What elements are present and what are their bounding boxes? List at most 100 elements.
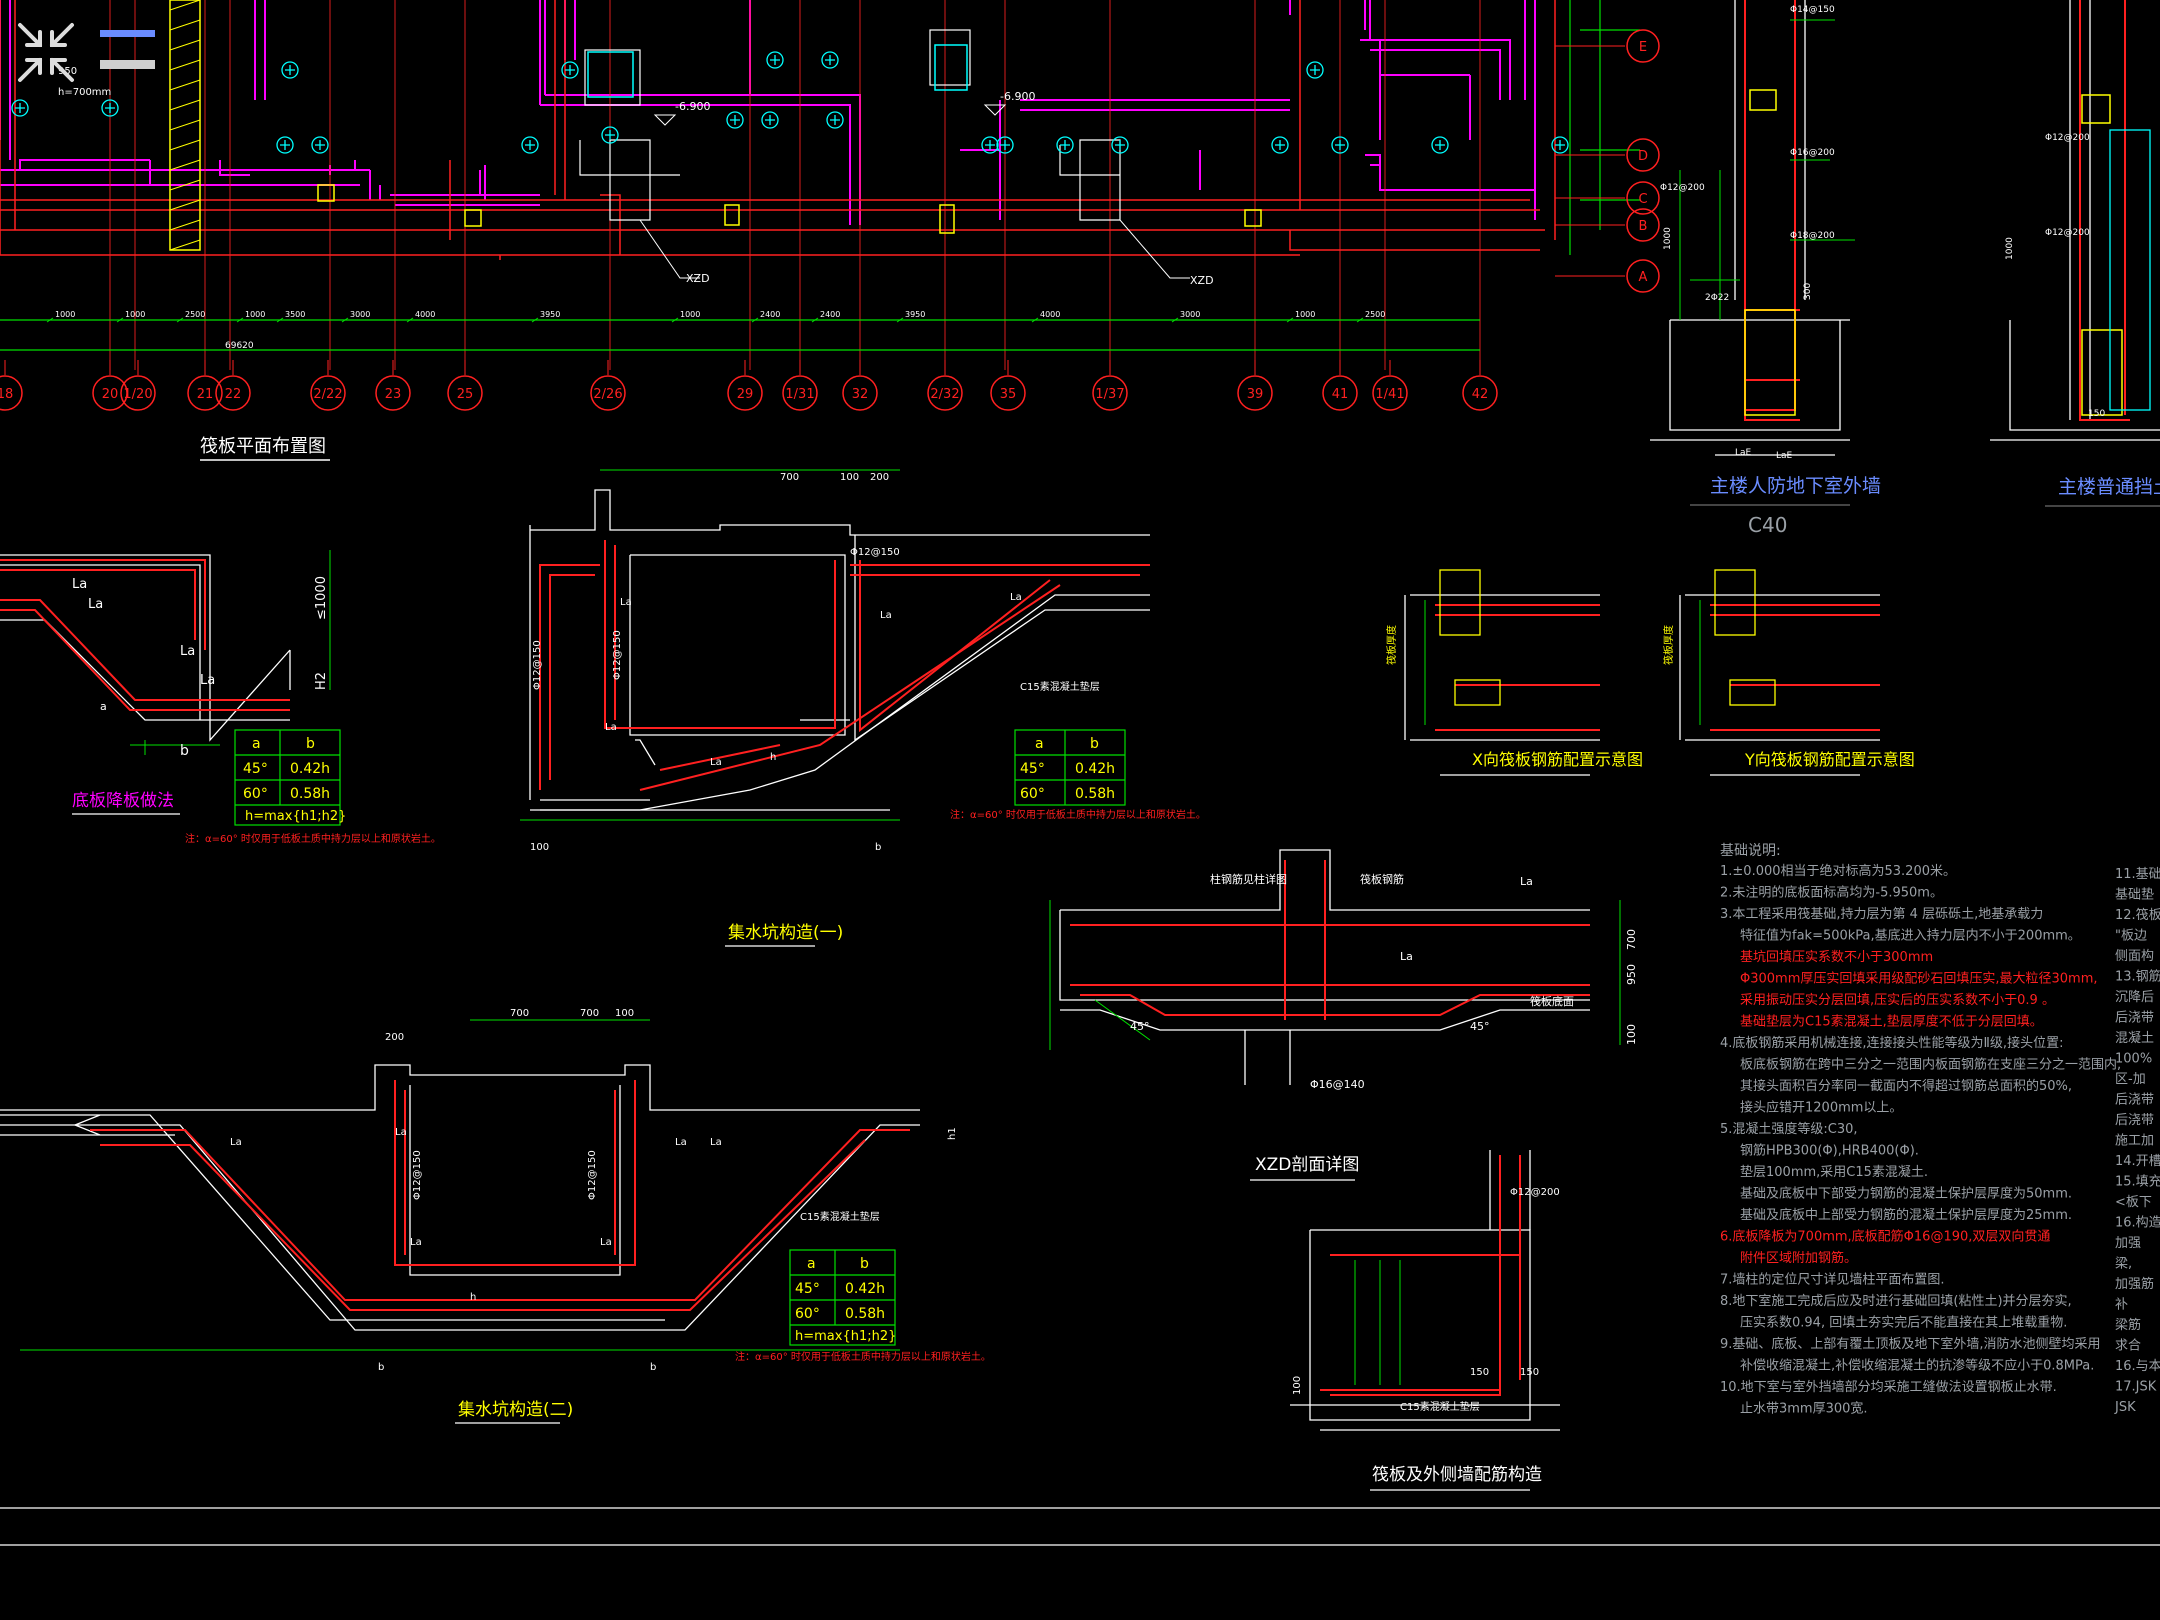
note-line: 基础垫层为C15素混凝土,垫层厚度不低于分层回填。 [1740, 1014, 2043, 1030]
axis-bubble: 41 [1322, 360, 1358, 411]
sump1-label: 100 [840, 472, 859, 483]
plan-dimension: 3950 [540, 310, 560, 319]
foundation-notes: 基础说明: 1.±0.000相当于绝对标高为53.200米。2.未注明的底板面标… [1720, 842, 2160, 1417]
sump2-label: C15素混凝土垫层 [800, 1210, 880, 1223]
pile-marker [761, 111, 779, 129]
svg-text:h=max{h1;h2}: h=max{h1;h2} [245, 809, 346, 824]
sump2-table: a b 45° 0.42h 60° 0.58h h=max{h1;h2} [789, 1249, 896, 1346]
sump1-label: Φ12@150 [850, 547, 900, 558]
xzd-label: La [1520, 875, 1533, 888]
axis-bubble-label: 1/37 [1095, 387, 1124, 402]
svg-text:0.58h: 0.58h [845, 1306, 885, 1322]
dim-950-label: 950 [58, 66, 77, 77]
rebar-y-title: Y向筏板钢筋配置示意图 [1744, 750, 1915, 769]
xzd-label: 45° [1470, 1020, 1490, 1033]
wall-a-label: 2Φ22 [1705, 293, 1729, 303]
floor-drop-la-4: La [200, 673, 215, 688]
sump1-label: C15素混凝土垫层 [1020, 680, 1100, 693]
axis-bubble-label: 42 [1472, 387, 1489, 402]
plan-dimension: 3500 [285, 310, 305, 319]
hatched-wall-strip [169, 0, 201, 251]
axis-bubble: 1/37 [1092, 360, 1128, 411]
note-line-right: 补 [2115, 1298, 2128, 1313]
axis-bubble: 2/26 [590, 360, 626, 411]
row-bubble-label: C [1638, 192, 1647, 207]
xzd-label: Φ16@140 [1310, 1078, 1365, 1091]
sump1-label: h [770, 752, 776, 763]
minimize-bars-icon[interactable] [100, 30, 155, 69]
pile-marker [521, 136, 539, 154]
note-line: 3.本工程采用筏基础,持力层为第 4 层砾砾土,地基承载力 [1720, 906, 2043, 922]
svg-text:a: a [807, 1256, 816, 1272]
wall-a-title: 主楼人防地下室外墙 [1710, 475, 1881, 497]
notes-heading: 基础说明: [1720, 842, 1781, 859]
row-bubble-label: B [1639, 219, 1648, 234]
plan-dimension: 2500 [185, 310, 205, 319]
axis-bubble-label: 41 [1332, 387, 1349, 402]
sump2-label: 700 [580, 1008, 599, 1019]
sump1-label: 700 [780, 472, 799, 483]
row-bubble: A [1555, 259, 1660, 293]
sump2-label: La [395, 1127, 407, 1138]
svg-text:0.42h: 0.42h [845, 1281, 885, 1297]
drawing-border [0, 1507, 2160, 1546]
svg-text:60°: 60° [1020, 786, 1045, 802]
axis-bubble: 18 [0, 360, 23, 411]
raft-wall-label: 100 [1292, 1376, 1303, 1395]
svg-text:0.42h: 0.42h [1075, 761, 1115, 777]
total-dimension: 69620 [225, 341, 254, 351]
floor-drop-alpha: a [100, 700, 107, 713]
note-line: 7.墙柱的定位尺寸详见墙柱平面布置图. [1720, 1272, 1945, 1288]
axis-bubble-label: 32 [852, 387, 869, 402]
plan-title: 筏板平面布置图 [200, 436, 326, 457]
xzd-label: 筏板底面 [1530, 994, 1574, 1008]
axis-bubble: 1/20 [120, 360, 156, 411]
note-line-right: 区-加 [2115, 1072, 2146, 1087]
plan-dimension: 1000 [680, 310, 700, 319]
row-bubble-label: D [1638, 149, 1648, 164]
sump2-label: La [230, 1137, 242, 1148]
xzd-label: 100 [1625, 1024, 1638, 1045]
pile-marker [276, 136, 294, 154]
floor-drop-detail: La La La La b H2 ≤1000 a a b 45° 0.42h 6… [0, 550, 441, 845]
axis-bubble-label: 2/22 [313, 387, 342, 402]
wall-a-concrete: C40 [1748, 513, 1787, 537]
pile-marker [1551, 136, 1569, 154]
floor-drop-h2: H2 [314, 672, 329, 690]
pile-marker [1271, 136, 1289, 154]
sump1-label: 200 [870, 472, 889, 483]
svg-text:45°: 45° [243, 761, 268, 777]
xzd-label: 950 [1625, 964, 1638, 985]
note-line-right: 混凝土 [2115, 1030, 2154, 1046]
collapse-arrows-icon[interactable] [18, 23, 74, 82]
sump1-label: b [875, 842, 881, 853]
note-line-right: 17.JSK [2115, 1380, 2157, 1395]
row-bubble: B [1555, 208, 1660, 242]
axis-bubble-label: 35 [1000, 387, 1017, 402]
sump2-label: 200 [385, 1032, 404, 1043]
pile-marker [101, 99, 119, 117]
wall-b-label: Φ12@200 [2045, 133, 2090, 143]
plan-dimension: 1000 [1295, 310, 1315, 319]
axis-bubble-label: 2/26 [593, 387, 622, 402]
plan-dimension: 4000 [415, 310, 435, 319]
note-line-right: 侧面构 [2115, 949, 2154, 964]
note-line-right: 后浇带 [2115, 1011, 2154, 1026]
sump1-label: La [710, 757, 722, 768]
svg-text:60°: 60° [795, 1306, 820, 1322]
rebar-y-schematic: 筏板厚度 Y向筏板钢筋配置示意图 [1662, 569, 1915, 776]
axis-bubble-label: 1/20 [123, 387, 152, 402]
svg-text:b: b [860, 1256, 869, 1272]
svg-text:60°: 60° [243, 786, 268, 802]
axis-bubble-label: 21 [197, 387, 214, 402]
svg-text:a: a [252, 736, 261, 752]
note-line: 基坑回填压实系数不小于300mm [1740, 950, 1933, 965]
sump1-table: a b 45° 0.42h 60° 0.58h [1014, 729, 1126, 806]
wall-a-label: LaE [1735, 448, 1752, 458]
note-line: 钢筋HPB300(Φ),HRB400(Φ). [1740, 1143, 1919, 1159]
note-line: 基础及底板中下部受力钢筋的混凝土保护层厚度为50mm. [1740, 1186, 2072, 1202]
note-line: 基础及底板中上部受力钢筋的混凝土保护层厚度为25mm. [1740, 1207, 2072, 1223]
